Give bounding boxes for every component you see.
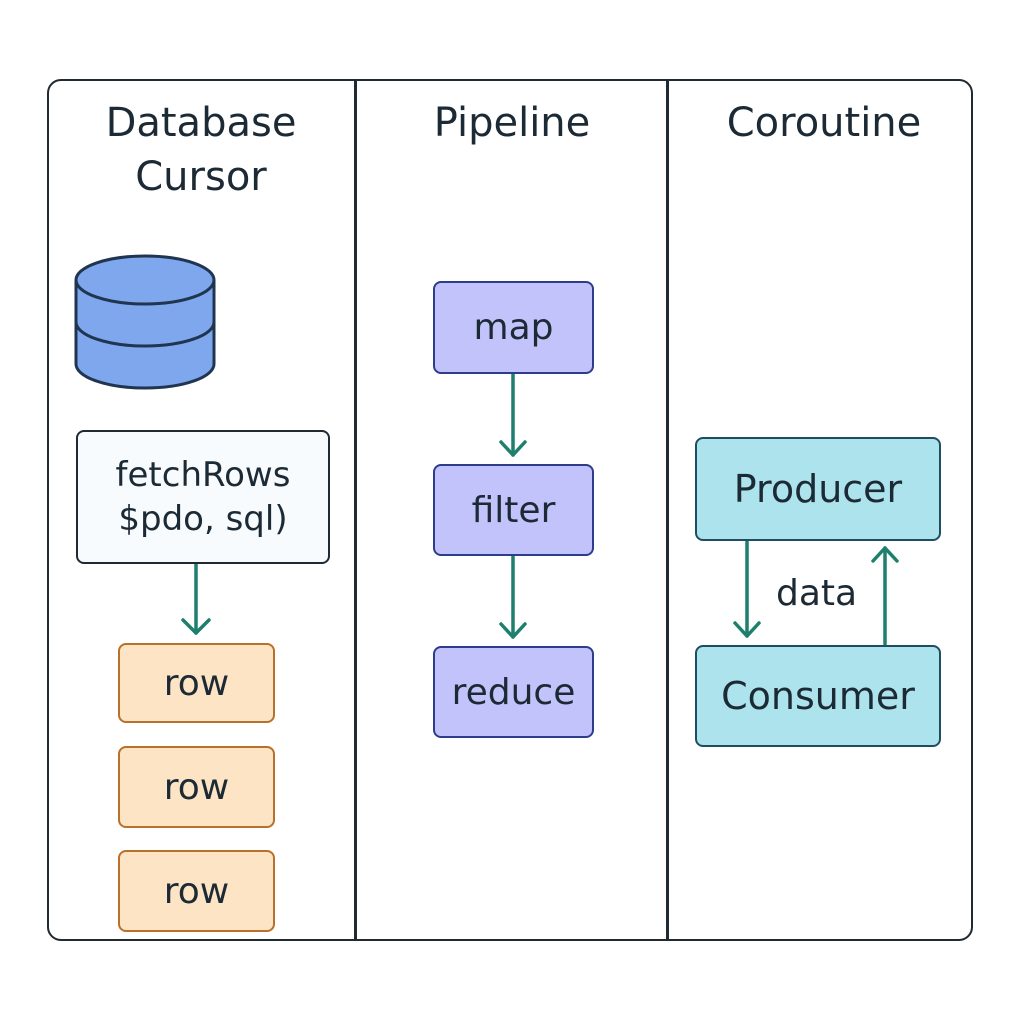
row-box-1: row	[118, 643, 275, 723]
cursor-column-title: Database Cursor	[47, 96, 355, 204]
arrow-filter-to-reduce	[499, 554, 527, 639]
stage-reduce-box: reduce	[433, 646, 594, 738]
pipeline-column-title: Pipeline	[433, 100, 591, 146]
arrow-producer-to-consumer	[733, 540, 761, 638]
data-edge-label: data	[776, 573, 858, 614]
row-box-3: row	[118, 850, 275, 932]
consumer-box: Consumer	[695, 645, 941, 747]
producer-box: Producer	[695, 437, 941, 541]
fetchrows-call-line2: $pdo, sql)	[118, 499, 288, 539]
fetchrows-call-box: fetchRows $pdo, sql)	[76, 430, 330, 564]
arrow-fetch-to-rows	[181, 561, 211, 635]
fetchrows-call-line1: fetchRows	[115, 455, 291, 495]
coroutine-column-title: Coroutine	[726, 100, 922, 146]
diagram-frame	[47, 79, 973, 941]
arrow-map-to-filter	[499, 372, 527, 457]
cursor-title-line2: Cursor	[135, 154, 267, 200]
stage-filter-box: filter	[433, 464, 594, 556]
arrow-consumer-to-producer	[871, 546, 899, 646]
stage-map-box: map	[433, 281, 594, 374]
row-box-2: row	[118, 746, 275, 828]
cursor-title-line1: Database	[105, 100, 297, 146]
database-icon	[74, 254, 216, 390]
column-divider-2	[666, 79, 669, 941]
column-divider-1	[354, 79, 357, 941]
